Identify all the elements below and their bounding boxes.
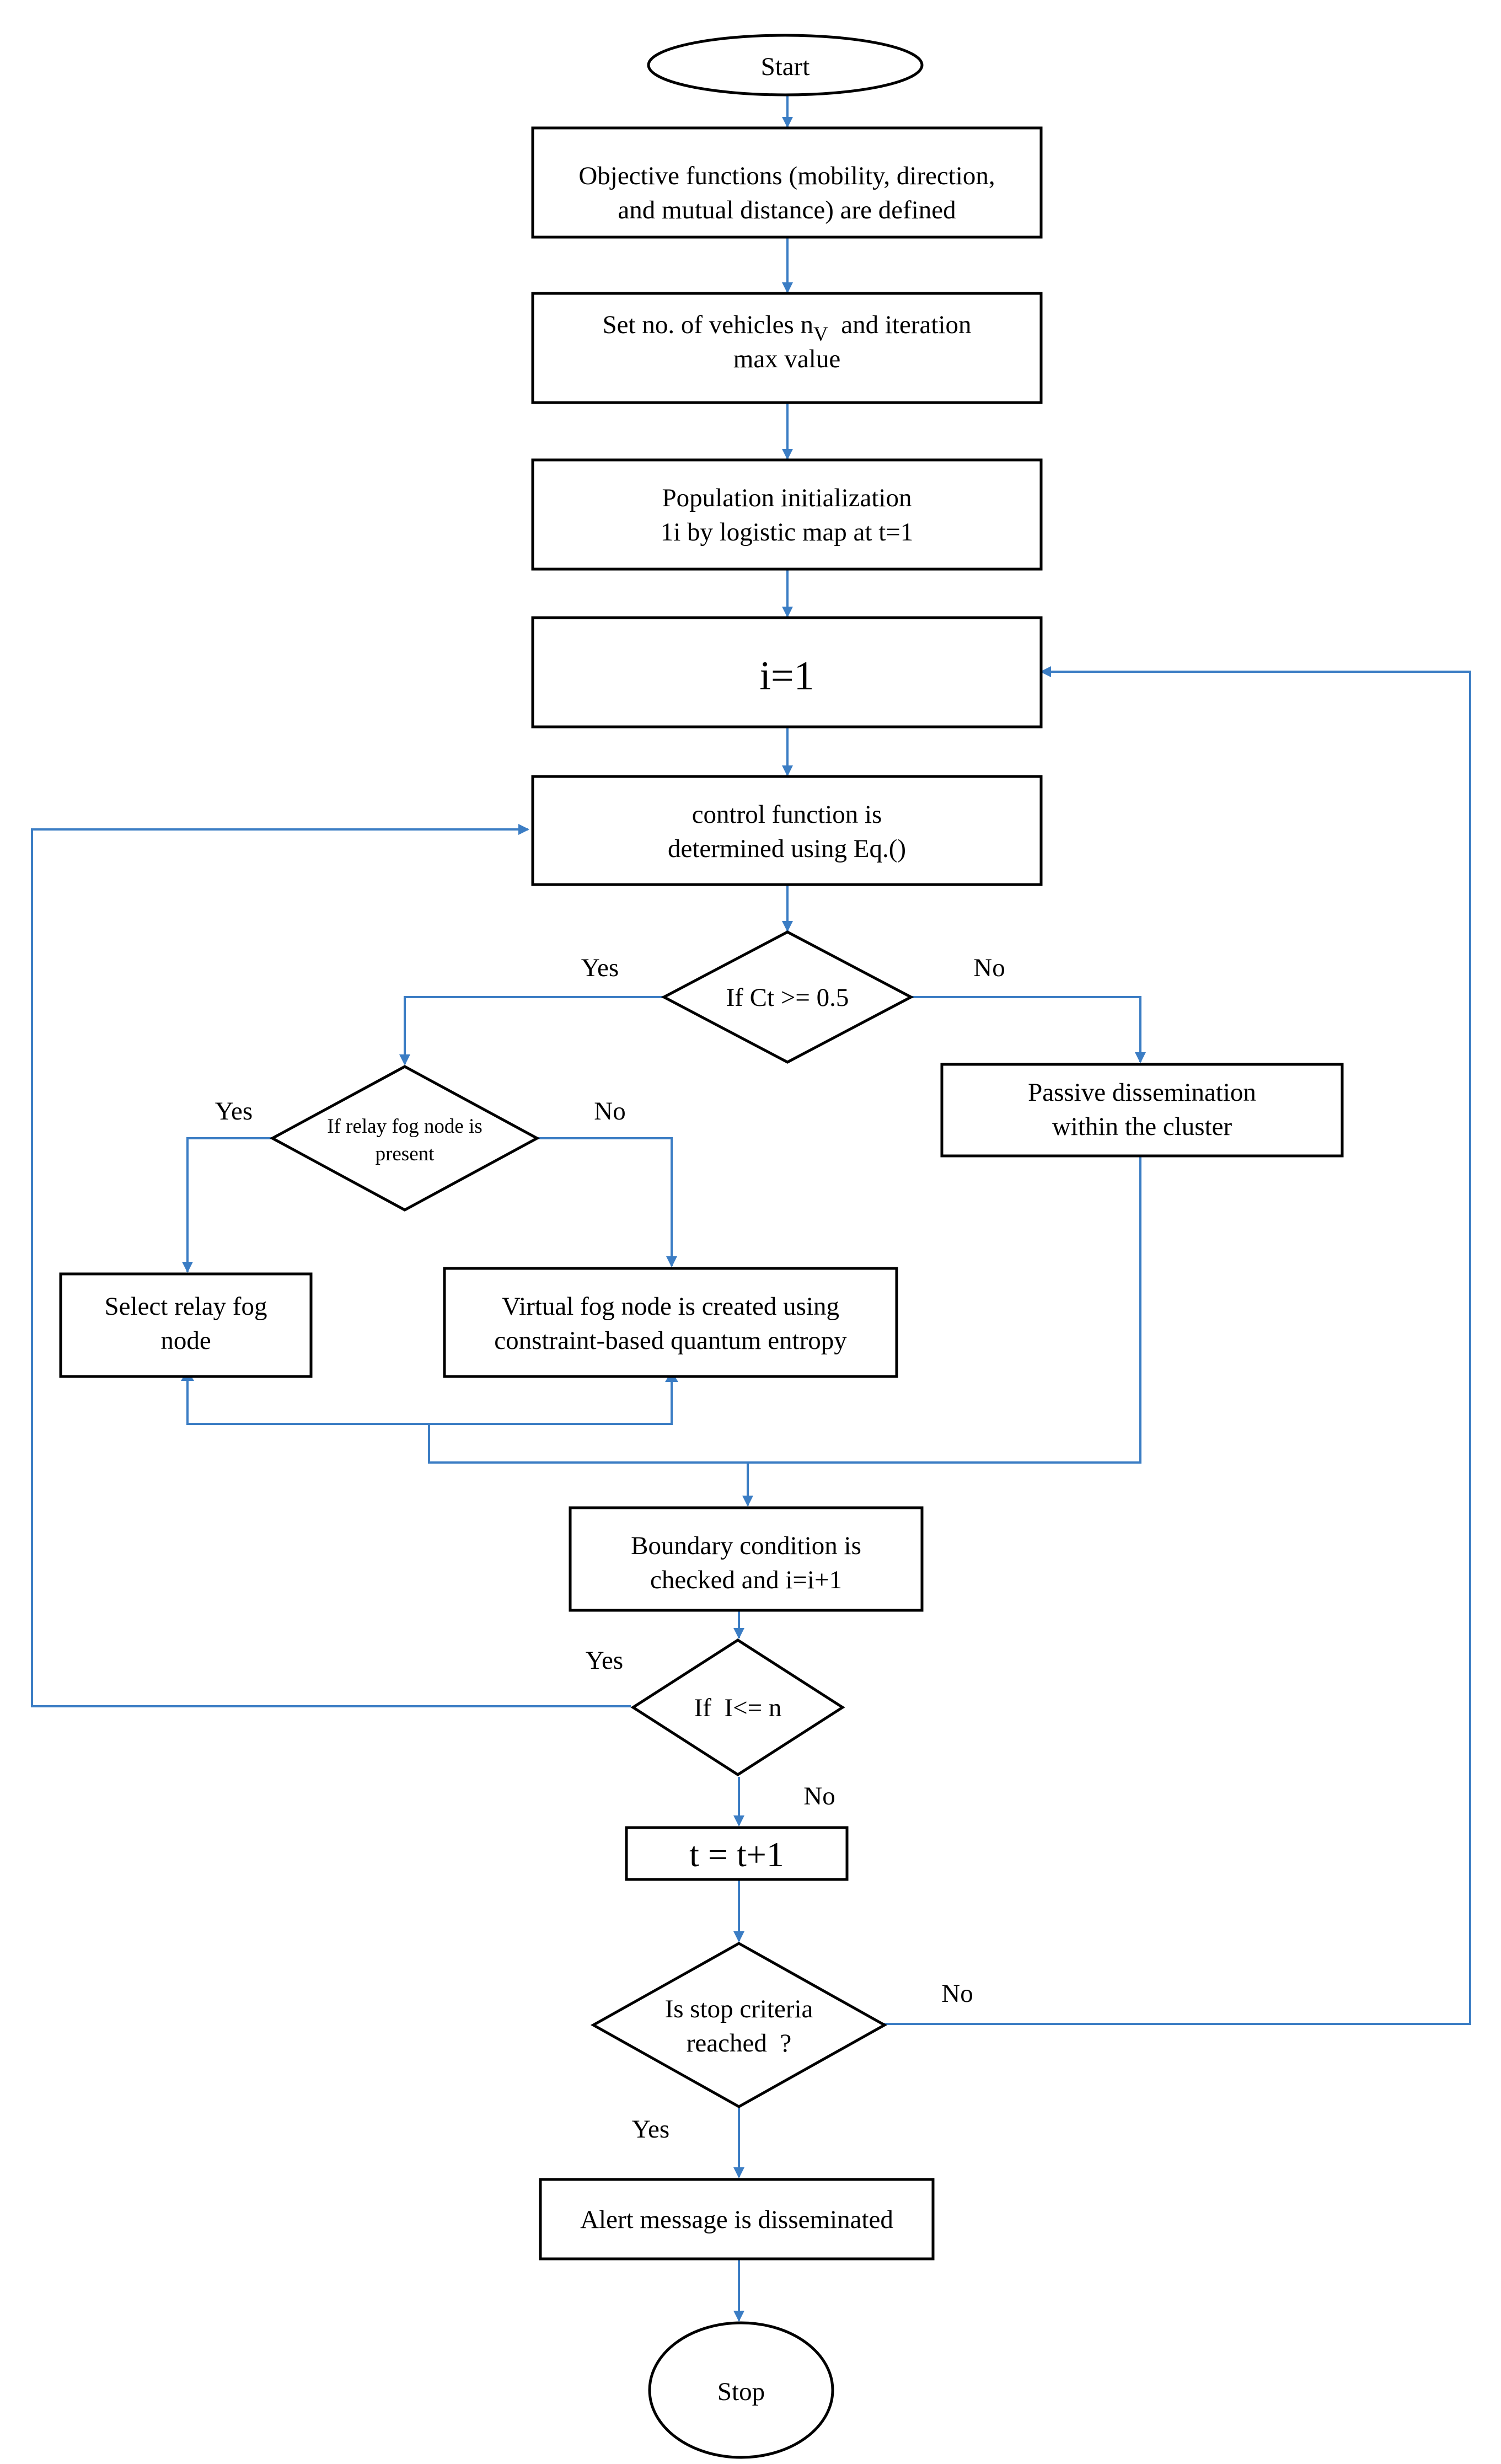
line-merge-down [428, 1156, 1141, 1464]
boundary-line-1: Boundary condition is [631, 1531, 861, 1560]
stop-terminal: Stop [648, 2321, 834, 2459]
boundary-process: Boundary condition is checked and i=i+1 [569, 1506, 924, 1612]
if-ct-label: If Ct >= 0.5 [726, 983, 849, 1012]
ct-yes-label: Yes [581, 954, 619, 982]
start-label: Start [761, 52, 810, 81]
control-process: control function is determined using Eq.… [531, 775, 1043, 886]
select-relay-line-1: Select relay fog [105, 1292, 267, 1321]
alert-process: Alert message is disseminated [539, 2178, 935, 2261]
i-init-label: i=1 [759, 654, 814, 699]
population-line-1: Population initialization [662, 484, 912, 512]
if-relay-line-2: present [376, 1143, 435, 1165]
passive-line-1: Passive dissemination [1028, 1078, 1256, 1107]
t-increment-label: t = t+1 [689, 1835, 784, 1874]
boundary-line-2: checked and i=i+1 [650, 1566, 842, 1594]
select-relay-line-2: node [160, 1326, 211, 1355]
population-line-2: 1i by logistic map at t=1 [661, 518, 914, 547]
if-i-decision: If I<= n [630, 1638, 845, 1776]
ct-no-label: No [973, 954, 1005, 982]
stop-criteria-line-2: reached ? [687, 2029, 791, 2058]
alert-label: Alert message is disseminated [580, 2205, 893, 2234]
set-vehicles-line-1: Set no. of vehicles nV and iteration [603, 310, 972, 346]
passive-process: Passive dissemination within the cluster [940, 1063, 1344, 1158]
passive-line-2: within the cluster [1052, 1112, 1232, 1141]
stop-criteria-decision: Is stop criteria reached ? [590, 1942, 888, 2108]
i-yes-label: Yes [586, 1646, 623, 1675]
stop-no-label: No [941, 1979, 973, 2008]
line-merge-relay [186, 1370, 673, 1425]
arrow-relay-no [536, 1137, 677, 1267]
start-terminal: Start [647, 34, 924, 97]
arrow-ct-no [910, 996, 1146, 1063]
objective-line-2: and mutual distance) are defined [618, 196, 956, 224]
stop-label: Stop [717, 2377, 765, 2406]
stop-yes-label: Yes [632, 2115, 669, 2144]
arrow-ct-yes [399, 996, 665, 1065]
virtual-fog-process: Virtual fog node is created using constr… [443, 1267, 898, 1378]
objective-process: Objective functions (mobility, direction… [531, 126, 1043, 239]
control-line-1: control function is [692, 800, 882, 829]
stop-criteria-line-1: Is stop criteria [665, 1995, 813, 2023]
i-init-process: i=1 [531, 616, 1043, 729]
if-relay-line-1: If relay fog node is [327, 1115, 483, 1138]
set-vehicles-process: Set no. of vehicles nV and iteration max… [531, 292, 1043, 404]
population-process: Population initialization 1i by logistic… [531, 458, 1043, 571]
virtual-fog-line-2: constraint-based quantum entropy [494, 1326, 847, 1355]
t-increment-process: t = t+1 [625, 1826, 849, 1881]
select-relay-process: Select relay fog node [59, 1272, 313, 1378]
if-ct-decision: If Ct >= 0.5 [661, 930, 914, 1064]
set-vehicles-line-2: max value [733, 345, 840, 373]
arrow-i-yes-loop [31, 824, 631, 1707]
i-no-label: No [803, 1782, 835, 1810]
objective-line-1: Objective functions (mobility, direction… [578, 162, 995, 190]
relay-no-label: No [594, 1097, 625, 1126]
if-i-label: If I<= n [694, 1694, 782, 1722]
if-relay-decision: If relay fog node is present [269, 1065, 540, 1212]
arrow-relay-yes [182, 1137, 274, 1273]
virtual-fog-line-1: Virtual fog node is created using [502, 1292, 839, 1321]
relay-yes-label: Yes [215, 1097, 253, 1126]
control-line-2: determined using Eq.() [668, 834, 906, 863]
arrow-stop-no-loop [883, 666, 1471, 2025]
